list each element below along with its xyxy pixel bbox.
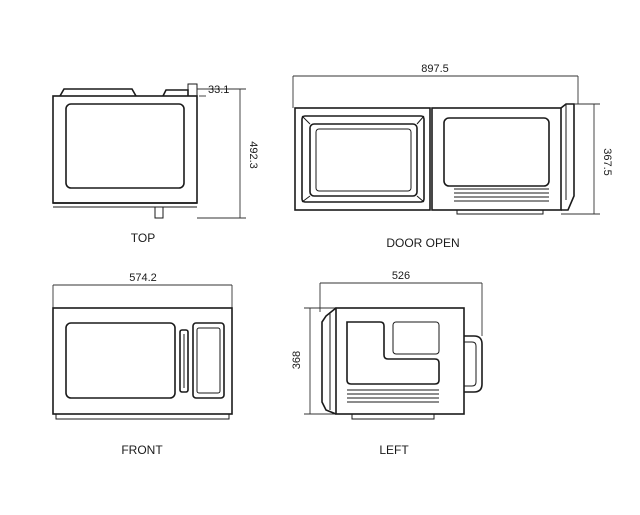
left-view: 526 368 LEFT [291, 270, 483, 457]
top-view-body [52, 95, 198, 204]
top-view-label: TOP [131, 231, 155, 245]
front-view: 574.2 FRONT [52, 272, 233, 457]
door-open-cavity-inner [315, 128, 412, 192]
front-dim-width-text: 574.2 [129, 272, 157, 284]
door-open-corner-tl [301, 115, 311, 125]
front-view-label: FRONT [121, 443, 163, 457]
left-view-front-profile [321, 307, 337, 415]
left-view-bottom-rail [351, 413, 435, 420]
door-open-panel-window [443, 117, 550, 187]
door-open-vents [454, 188, 549, 202]
top-view-rear-bump [162, 89, 189, 97]
left-view-recess [346, 321, 440, 385]
front-view-handle [179, 329, 189, 393]
door-open-corner-bl [301, 195, 311, 203]
door-dim-height-text: 367.5 [601, 148, 613, 176]
top-view-vent-bump [59, 88, 137, 97]
door-open-bottom-rail [456, 209, 544, 215]
top-view-handle-stub [187, 83, 198, 97]
front-view-control-panel-inner [196, 327, 221, 394]
top-dim-handle-text: 33.1 [208, 84, 229, 96]
front-view-base-rail [55, 413, 230, 420]
top-view: 492.3 33.1 TOP [52, 83, 259, 245]
top-view-window [65, 103, 185, 189]
top-dim-depth-text: 492.3 [247, 141, 259, 169]
front-view-window [65, 322, 176, 399]
left-view-vents [347, 389, 439, 403]
left-view-label: LEFT [379, 443, 409, 457]
top-view-foot [154, 206, 164, 219]
left-view-rear-handle-inner [464, 341, 477, 387]
door-open-corner-br [416, 195, 425, 203]
left-view-rear-handle [464, 335, 483, 393]
door-open-cavity-frame [301, 115, 425, 203]
door-open-view: 897.5 367.5 DOOR OPEN [292, 63, 613, 250]
front-view-control-panel [192, 322, 225, 399]
door-open-cavity-body [294, 107, 431, 211]
door-open-panel [431, 107, 562, 211]
door-open-view-label: DOOR OPEN [386, 236, 459, 250]
door-dim-width-text: 897.5 [421, 63, 449, 75]
left-dim-width-text: 526 [392, 270, 410, 282]
door-open-side-profile [560, 103, 575, 211]
left-view-upper-panel [392, 321, 440, 355]
door-open-cavity [309, 123, 418, 197]
door-open-corner-tr [416, 115, 425, 125]
left-dim-height-text: 368 [291, 351, 303, 369]
